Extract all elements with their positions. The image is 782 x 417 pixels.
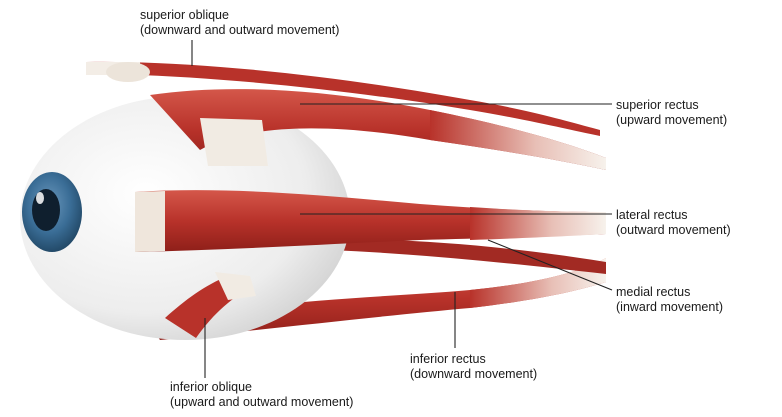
label-superior-rectus-name: superior rectus — [616, 98, 699, 112]
superior-rectus-insertion — [200, 118, 268, 166]
label-inferior-rectus: inferior rectus (downward movement) — [410, 352, 537, 382]
label-inferior-rectus-name: inferior rectus — [410, 352, 486, 366]
label-lateral-rectus: lateral rectus (outward movement) — [616, 208, 731, 238]
medial-rectus-muscle — [330, 238, 606, 274]
lateral-rectus-tendon — [135, 191, 165, 252]
label-superior-oblique: superior oblique (downward and outward m… — [140, 8, 339, 38]
label-superior-rectus: superior rectus (upward movement) — [616, 98, 727, 128]
lateral-rectus-tendon-end — [470, 207, 606, 240]
inferior-oblique-insertion — [215, 272, 256, 300]
label-inferior-rectus-action: (downward movement) — [410, 367, 538, 381]
trochlea — [106, 62, 150, 82]
label-medial-rectus-action: (inward movement) — [616, 300, 723, 314]
label-superior-rectus-action: (upward movement) — [616, 113, 728, 127]
iris-highlight — [36, 192, 44, 204]
label-superior-oblique-name: superior oblique — [140, 8, 229, 22]
inferior-rectus-tendon — [470, 258, 606, 308]
leader-lines — [191, 40, 613, 378]
label-lateral-rectus-name: lateral rectus — [616, 208, 688, 222]
pupil — [32, 189, 60, 231]
label-inferior-oblique: inferior oblique (upward and outward mov… — [170, 380, 353, 410]
leader-medial-rectus — [487, 239, 613, 291]
label-inferior-oblique-action: (upward and outward movement) — [170, 395, 354, 409]
label-superior-oblique-action: (downward and outward movement) — [140, 23, 340, 37]
superior-rectus-tendon — [430, 110, 606, 170]
label-inferior-oblique-name: inferior oblique — [170, 380, 252, 394]
superior-rectus-muscle — [150, 89, 606, 170]
label-medial-rectus: medial rectus (inward movement) — [616, 285, 723, 315]
label-lateral-rectus-action: (outward movement) — [616, 223, 731, 237]
label-medial-rectus-name: medial rectus — [616, 285, 691, 299]
